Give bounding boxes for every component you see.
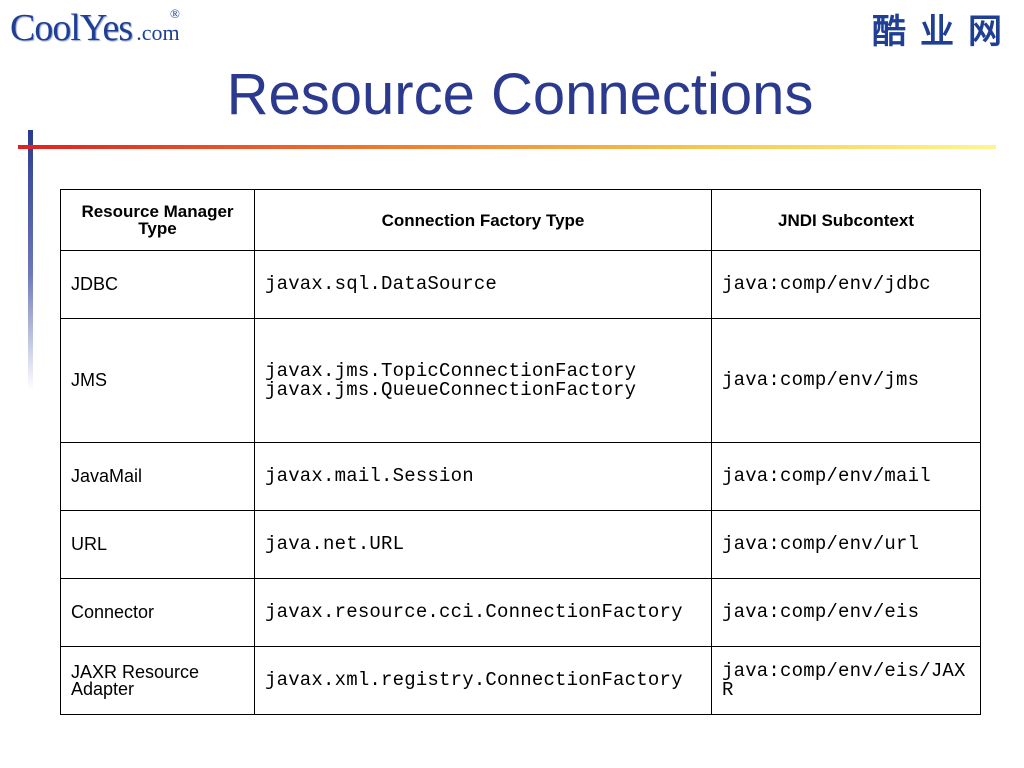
slide-title: Resource Connections <box>226 62 814 127</box>
brand-chinese-name: 酷业网 <box>872 12 1016 52</box>
header-resource-manager-type: Resource Manager Type <box>60 189 255 251</box>
factory-type-cell: java.net.URL <box>254 510 712 579</box>
table-row: JMS javax.jms.TopicConnectionFactory jav… <box>60 318 981 443</box>
logo-domain-suffix: .com <box>136 20 180 45</box>
jndi-subcontext-cell: java:comp/env/url <box>711 510 981 579</box>
logo-wordmark: CoolYes <box>10 7 133 49</box>
factory-type-text: javax.jms.TopicConnectionFactory <box>265 359 637 382</box>
accent-bar-vertical <box>28 130 33 390</box>
table-row: JDBC javax.sql.DataSource java:comp/env/… <box>60 250 981 319</box>
table-row: JAXR Resource Adapter javax.xml.registry… <box>60 646 981 715</box>
jndi-subcontext-cell: java:comp/env/mail <box>711 442 981 511</box>
table-header-row: Resource Manager Type Connection Factory… <box>60 189 981 251</box>
factory-type-cell: javax.sql.DataSource <box>254 250 712 319</box>
accent-bar-horizontal <box>18 145 996 149</box>
coolyes-logo: CoolYes ®.com <box>10 6 180 50</box>
factory-type-text: javax.xml.registry.ConnectionFactory <box>265 669 683 691</box>
jndi-subcontext-cell: java:comp/env/jms <box>711 318 981 443</box>
header-connection-factory-type: Connection Factory Type <box>254 189 712 251</box>
factory-type-text: javax.resource.cci.ConnectionFactory <box>265 601 683 623</box>
resource-type-cell: JAXR Resource Adapter <box>60 646 255 715</box>
resource-type-cell: URL <box>60 510 255 579</box>
header-jndi-subcontext: JNDI Subcontext <box>711 189 981 251</box>
resource-type-cell: JDBC <box>60 250 255 319</box>
factory-type-cell: javax.resource.cci.ConnectionFactory <box>254 578 712 647</box>
jndi-subcontext-cell: java:comp/env/eis/JAXR <box>711 646 981 715</box>
factory-type-cell: javax.jms.TopicConnectionFactory javax.j… <box>254 318 712 443</box>
factory-type-cell: javax.mail.Session <box>254 442 712 511</box>
jndi-subcontext-cell: java:comp/env/eis <box>711 578 981 647</box>
table-row: Connector javax.resource.cci.ConnectionF… <box>60 578 981 647</box>
table-row: JavaMail javax.mail.Session java:comp/en… <box>60 442 981 511</box>
resource-connections-table: Resource Manager Type Connection Factory… <box>60 189 981 715</box>
logo-registered-mark: ® <box>170 6 180 21</box>
resource-type-cell: JMS <box>60 318 255 443</box>
resource-type-cell: JavaMail <box>60 442 255 511</box>
factory-type-cell: javax.xml.registry.ConnectionFactory <box>254 646 712 715</box>
jndi-subcontext-cell: java:comp/env/jdbc <box>711 250 981 319</box>
factory-type-text: java.net.URL <box>265 533 405 555</box>
factory-type-text: javax.sql.DataSource <box>265 273 498 295</box>
factory-type-text: javax.mail.Session <box>265 465 474 487</box>
factory-type-text: javax.jms.QueueConnectionFactory <box>265 378 637 401</box>
resource-type-cell: Connector <box>60 578 255 647</box>
table-row: URL java.net.URL java:comp/env/url <box>60 510 981 579</box>
